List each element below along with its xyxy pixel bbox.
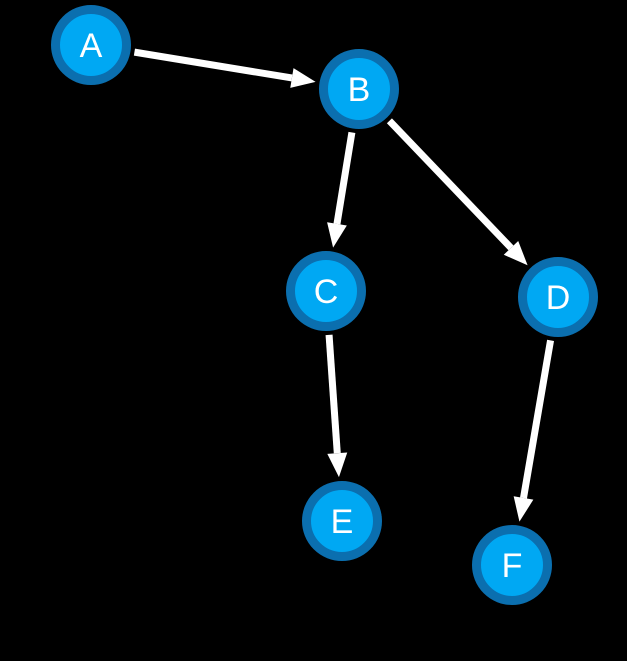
edge-shaft [386, 118, 514, 251]
edge-arrowhead-icon [503, 240, 528, 266]
node-circle [518, 257, 598, 337]
edge-shaft [325, 334, 341, 454]
node-circle [51, 5, 131, 85]
edge-shaft [333, 131, 356, 225]
graph-node-d[interactable]: D [518, 257, 598, 337]
graph-node-a[interactable]: A [51, 5, 131, 85]
edge-shaft [133, 48, 293, 82]
node-circle [302, 481, 382, 561]
edges-layer [133, 48, 555, 522]
edge-arrowhead-icon [290, 68, 316, 88]
node-circle [472, 525, 552, 605]
edge-arrowhead-icon [327, 452, 348, 478]
graph-edge-b-c[interactable] [327, 131, 356, 248]
graph-node-b[interactable]: B [319, 49, 399, 129]
graph-edge-c-e[interactable] [325, 334, 348, 478]
edge-arrowhead-icon [327, 222, 347, 248]
graph-node-c[interactable]: C [286, 251, 366, 331]
graph-edge-d-f[interactable] [513, 339, 555, 522]
edge-shaft [520, 339, 555, 499]
graph-node-e[interactable]: E [302, 481, 382, 561]
edge-arrowhead-icon [513, 496, 534, 522]
graph-edge-b-d[interactable] [386, 118, 528, 266]
node-circle [319, 49, 399, 129]
nodes-layer: A B C D E F [51, 5, 598, 605]
graph-edge-a-b[interactable] [133, 48, 316, 88]
node-circle [286, 251, 366, 331]
graph-node-f[interactable]: F [472, 525, 552, 605]
